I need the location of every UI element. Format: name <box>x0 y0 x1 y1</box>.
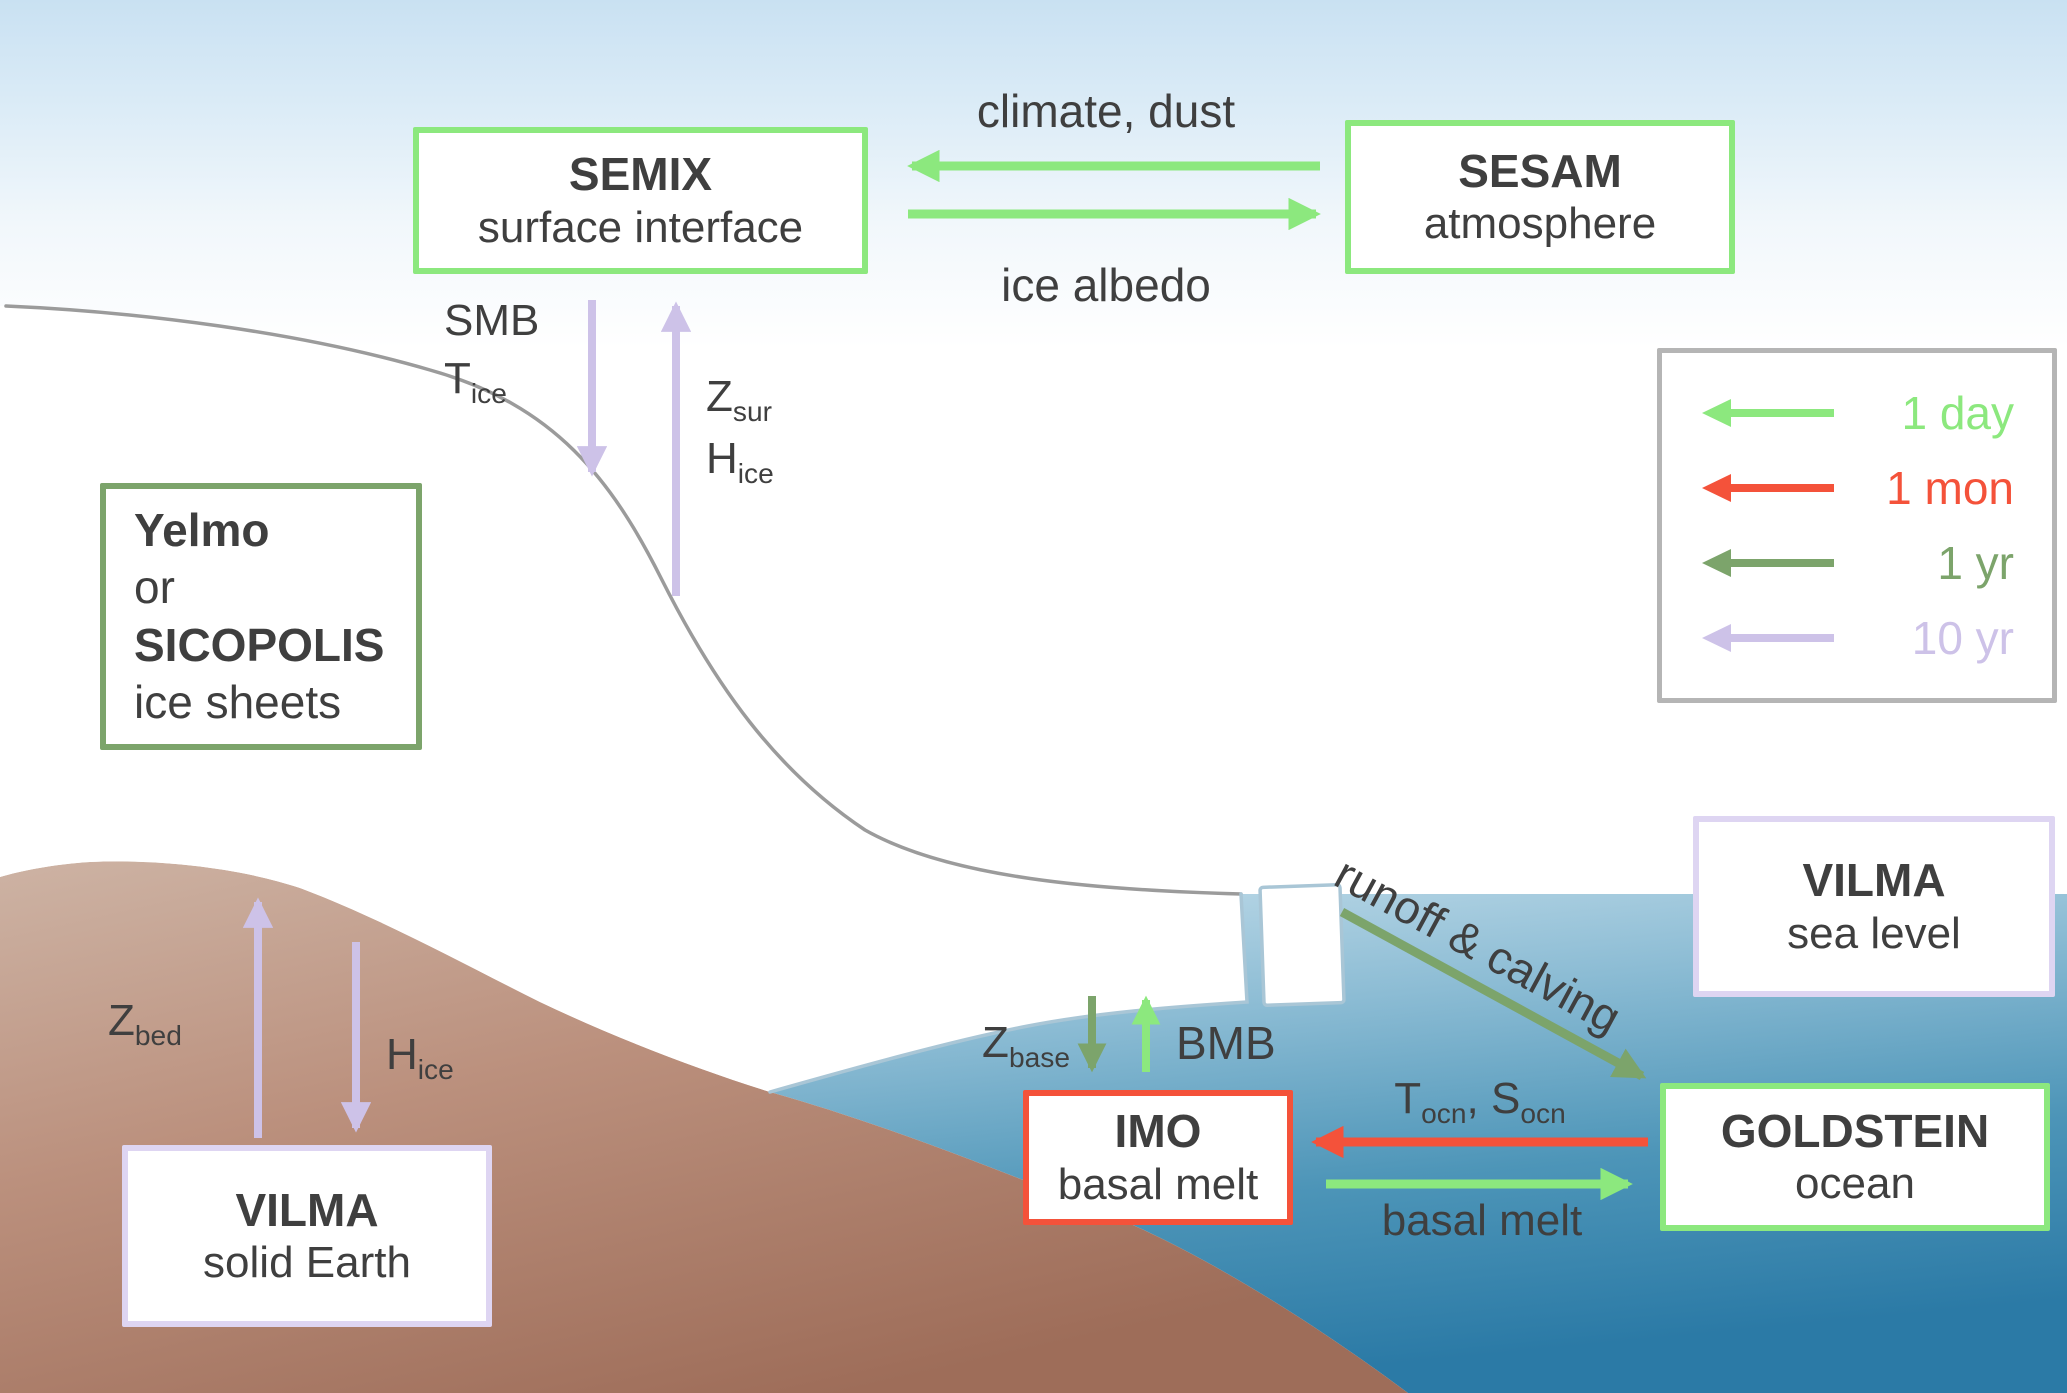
legend-row-1yr: 1 yr <box>1700 536 2014 590</box>
legend-arrow-1mon-icon <box>1730 483 1834 492</box>
ice-sheets-line3: SICOPOLIS <box>134 618 385 671</box>
semix-box: SEMIX surface interface <box>413 127 868 274</box>
coupling-frequency-legend: 1 day 1 mon 1 yr 10 yr <box>1657 348 2057 703</box>
zsur-hice-label: Zsur Hice <box>706 368 774 492</box>
zbed-label: Zbed <box>108 996 182 1051</box>
legend-arrow-10yr-icon <box>1730 634 1834 643</box>
legend-arrow-1yr-icon <box>1730 559 1834 568</box>
legend-row-1day: 1 day <box>1700 386 2014 440</box>
sesam-subtitle: atmosphere <box>1423 199 1657 249</box>
goldstein-box: GOLDSTEIN ocean <box>1660 1083 2050 1231</box>
semix-title: SEMIX <box>568 148 713 201</box>
imo-title: IMO <box>1114 1105 1202 1158</box>
tice-label: Tice <box>444 354 507 409</box>
ice-sheets-box: Yelmo or SICOPOLIS ice sheets <box>100 483 422 750</box>
goldstein-subtitle: ocean <box>1795 1159 1915 1209</box>
zbase-label: Zbase <box>982 1018 1070 1073</box>
imo-subtitle: basal melt <box>1057 1159 1259 1209</box>
vilma-sea-level-box: VILMA sea level <box>1693 816 2055 997</box>
imo-box: IMO basal melt <box>1023 1090 1293 1225</box>
zsur-label: Zsur <box>706 372 773 427</box>
smb-label: SMB <box>444 296 540 345</box>
bmb-label: BMB <box>1176 1017 1276 1069</box>
sesam-box: SESAM atmosphere <box>1345 120 1735 274</box>
vilma-solid-earth-subtitle: solid Earth <box>203 1238 411 1288</box>
legend-row-1mon: 1 mon <box>1700 461 2014 515</box>
ice-sheets-line1: Yelmo <box>134 503 270 556</box>
ice-sheets-line4: ice sheets <box>134 676 342 728</box>
vilma-sea-level-subtitle: sea level <box>1787 908 1961 958</box>
ice-sheets-line2: or <box>134 561 175 613</box>
ice-shelf-base-line <box>768 892 1249 1094</box>
sesam-title: SESAM <box>1458 144 1622 197</box>
hice-top-label: Hice <box>706 433 774 489</box>
smb-tice-label: SMB Tice <box>444 292 539 412</box>
arrow-runoff-calving <box>1339 908 1647 1080</box>
vilma-solid-earth-title: VILMA <box>235 1183 379 1236</box>
iceberg <box>1258 882 1346 1008</box>
legend-label-1mon: 1 mon <box>1886 461 2014 514</box>
legend-label-10yr: 10 yr <box>1911 612 2014 665</box>
legend-arrow-1day-icon <box>1730 408 1834 417</box>
climate-dust-label: climate, dust <box>976 85 1236 137</box>
ice-surface-line <box>4 304 1243 896</box>
vilma-solid-earth-box: VILMA solid Earth <box>122 1145 492 1327</box>
legend-row-10yr: 10 yr <box>1700 611 2014 665</box>
vilma-sea-level-title: VILMA <box>1802 854 1946 907</box>
goldstein-title: GOLDSTEIN <box>1720 1104 1990 1157</box>
hice-bottom-label: Hice <box>386 1030 454 1085</box>
tocn-socn-label: Tocn, Socn <box>1394 1074 1566 1129</box>
legend-label-1day: 1 day <box>1901 386 2014 439</box>
ice-albedo-label: ice albedo <box>1001 259 1211 311</box>
legend-label-1yr: 1 yr <box>1937 537 2014 590</box>
semix-subtitle: surface interface <box>477 202 804 252</box>
basal-melt-label: basal melt <box>1381 1196 1583 1245</box>
